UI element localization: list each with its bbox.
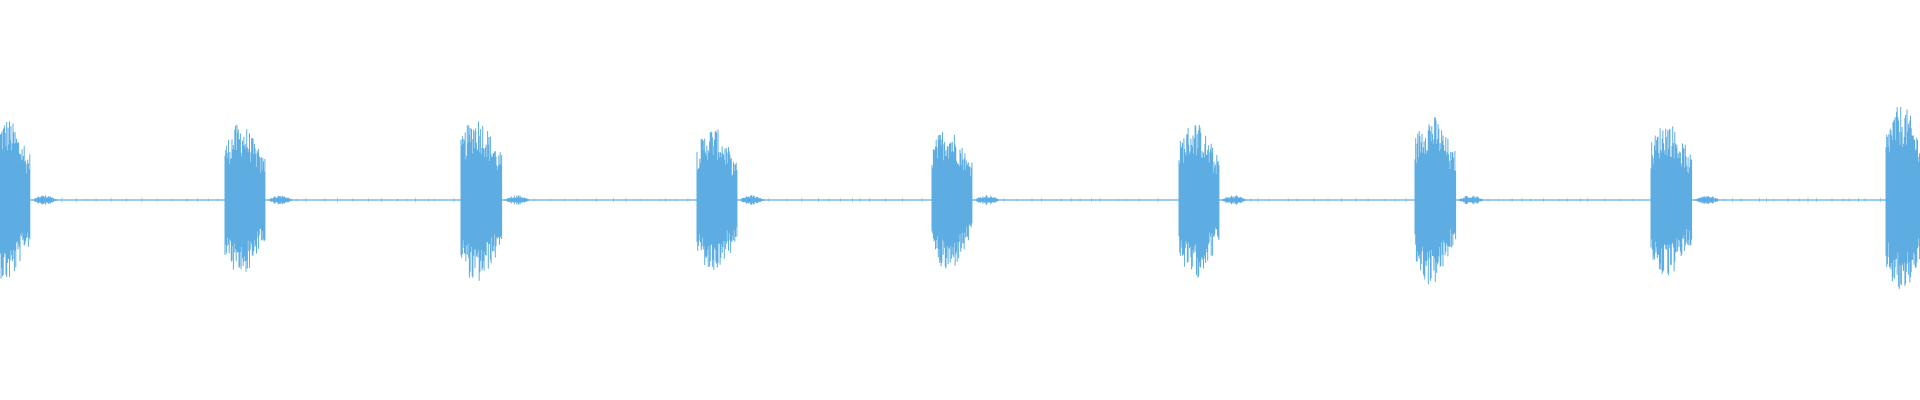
burst-body [224, 124, 266, 272]
audio-burst [696, 129, 923, 270]
audio-burst [1650, 126, 1881, 276]
burst-tail [1694, 196, 1721, 204]
audio-burst [460, 121, 689, 281]
audio-burst [0, 121, 219, 279]
burst-tail [974, 195, 1001, 205]
burst-tail [1221, 195, 1248, 205]
burst-body [1650, 126, 1693, 276]
baseline-noise [768, 197, 923, 203]
baseline-noise [1250, 197, 1407, 203]
burst-body [1178, 124, 1220, 278]
audio-burst [1178, 124, 1407, 278]
burst-body [0, 121, 31, 279]
audio-burst [1885, 107, 1920, 289]
baseline-noise [533, 197, 689, 203]
baseline-noise [296, 197, 455, 203]
burst-body [460, 121, 503, 281]
burst-tail [739, 195, 766, 205]
burst-tail [32, 195, 59, 205]
burst-body [931, 132, 973, 269]
audio-burst [224, 124, 455, 272]
burst-body [1885, 107, 1920, 289]
baseline-noise [61, 197, 219, 203]
burst-body [1414, 117, 1457, 285]
baseline-noise [1723, 197, 1881, 203]
baseline-noise [1487, 197, 1634, 203]
audio-burst [1414, 117, 1634, 285]
burst-tail [1458, 195, 1485, 205]
baseline-noise [1003, 197, 1159, 203]
burst-tail [267, 195, 294, 205]
burst-body [696, 129, 738, 270]
burst-tail [504, 195, 531, 205]
audio-burst [931, 132, 1159, 269]
